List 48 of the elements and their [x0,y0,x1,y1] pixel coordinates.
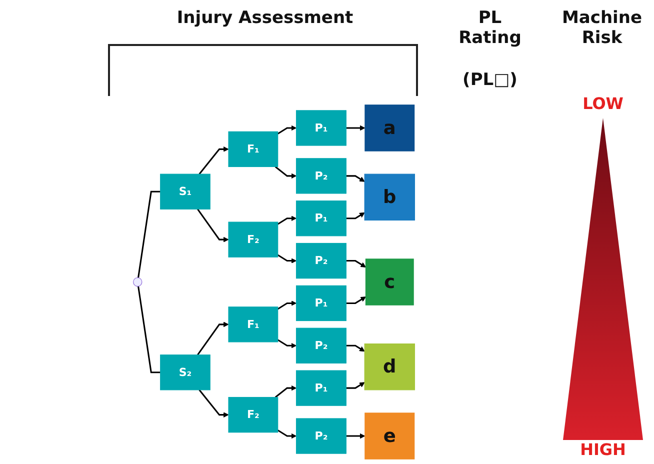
node-box: P₂ [296,242,346,279]
node-box: F₂ [228,222,278,258]
arrow [346,125,366,131]
arrow [346,175,365,182]
column-heading: (PL□) [462,70,518,90]
arrow [277,125,297,134]
node-box: a [364,104,415,152]
node-box: P₁ [296,285,346,322]
column-heading: PL Rating [458,8,522,48]
arrow [346,433,366,439]
arrow [277,430,297,439]
arrow [277,339,297,348]
arrow [346,344,365,352]
arrow [197,208,229,242]
arrow [197,322,229,356]
risk-label: LOW [582,94,624,113]
arrow [277,300,297,310]
node-box: P₂ [296,418,346,454]
node-box: F₁ [228,306,278,342]
connector [138,190,160,278]
arrow [346,212,365,220]
node-box: c [365,258,414,306]
column-heading: Machine Risk [560,8,644,48]
node-box: d [364,343,415,390]
arrow [274,385,297,398]
node-box: P₁ [296,200,346,236]
arrow [274,166,297,179]
arrow [198,389,229,418]
node-box: S₁ [160,174,210,210]
node-box: F₁ [228,131,278,168]
arrow [346,260,366,268]
arrow [346,382,365,389]
section-heading: Injury Assessment [176,8,354,28]
node-circle [133,277,142,287]
connector [138,286,160,374]
node-box: e [364,412,415,460]
arrow [198,146,229,175]
arrow [277,216,297,225]
arrow [346,296,366,304]
node-box: b [364,174,415,221]
node-box: F₂ [228,396,278,433]
node-box: P₂ [296,158,346,194]
node-box: P₁ [296,370,346,406]
arrow [277,254,297,264]
node-box: S₂ [160,354,210,390]
node-box: P₁ [296,110,346,146]
risk-label: HIGH [579,440,627,459]
node-box: P₂ [296,328,346,364]
